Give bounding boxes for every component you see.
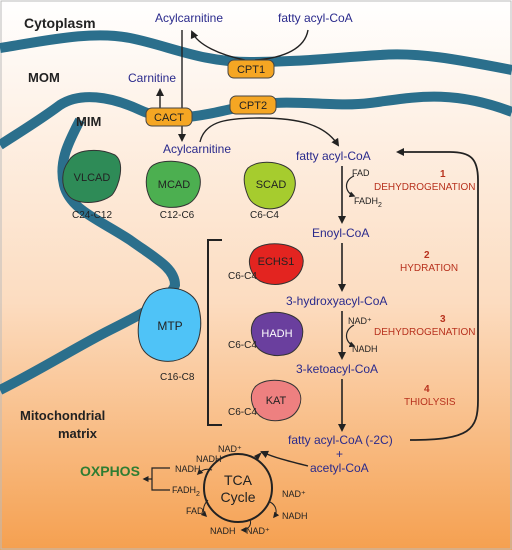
echs1-label: ECHS1 (258, 256, 295, 268)
tca-nad-3: NAD⁺ (246, 526, 270, 536)
nad-text: NAD⁺ (348, 316, 372, 326)
tca-curl-1 (269, 501, 280, 519)
fad-curl (345, 175, 356, 198)
tca-fad: FAD (186, 506, 204, 516)
tca-nadh-4: NADH (210, 526, 236, 536)
step1-number: 1 (440, 169, 446, 180)
tca-nadh-3: NADH (282, 511, 308, 521)
cpt1-label: CPT1 (237, 64, 265, 76)
tca-nad-1: NAD⁺ (218, 444, 242, 454)
tca-curl-4 (196, 468, 213, 476)
hadh-enzyme: HADH C6-C4 (228, 311, 304, 357)
cpt1-out-arrow (190, 30, 246, 61)
tca-nadh-2: NADH (196, 454, 222, 464)
hadh-range: C6-C4 (228, 340, 257, 351)
cpt1-transporter: CPT1 (227, 59, 275, 79)
vlcad-range: C24-C12 (72, 210, 112, 221)
ketoacyl-coa: 3-ketoacyl-CoA (296, 362, 378, 376)
label-cytoplasm: Cytoplasm (24, 15, 96, 31)
label-matrix-2: matrix (58, 426, 98, 441)
vlcad-enzyme: VLCAD C24-C12 (62, 149, 122, 221)
nadh-text: NADH (352, 344, 378, 354)
scad-enzyme: SCAD C6-C4 (243, 161, 296, 221)
mcad-enzyme: MCAD C12-C6 (145, 160, 201, 221)
mtp-enzyme: MTP C16-C8 (137, 287, 202, 383)
step2-name: HYDRATION (400, 263, 458, 274)
step4-name: THIOLYSIS (404, 397, 456, 408)
step2-number: 2 (424, 250, 430, 261)
kat-label: KAT (266, 395, 287, 407)
hadh-label: HADH (261, 328, 292, 340)
fatty-acyl-coa-matrix: fatty acyl-CoA (296, 149, 371, 163)
tca-nad-2: NAD⁺ (282, 489, 306, 499)
acetyl-to-tca-arrow (260, 450, 309, 467)
cpt2-arrow (199, 117, 340, 147)
cact-label: CACT (154, 112, 184, 124)
acetyl-coa: acetyl-CoA (310, 461, 369, 475)
hydroxyacyl-coa: 3-hydroxyacyl-CoA (286, 294, 387, 308)
plus-sign: + (336, 447, 343, 461)
tca-ring-arrowhead (254, 452, 262, 460)
cpt1-in-arrow (254, 29, 309, 61)
label-mim: MIM (76, 114, 101, 129)
kat-enzyme: KAT C6-C4 (228, 379, 302, 422)
tca-cycle-ring (203, 453, 273, 523)
label-matrix-1: Mitochondrial (20, 408, 105, 423)
echs1-range: C6-C4 (228, 271, 257, 282)
tca-subtitle: Cycle (220, 489, 255, 505)
step4-number: 4 (424, 384, 430, 395)
mcad-label: MCAD (158, 179, 190, 191)
kat-range: C6-C4 (228, 407, 257, 418)
echs1-enzyme: ECHS1 C6-C4 (228, 243, 304, 285)
step1-name: DEHYDROGENATION (374, 182, 476, 193)
step3-number: 3 (440, 314, 446, 325)
recycle-loop-arrow (396, 148, 479, 441)
fatty-acyl-coa-2c: fatty acyl-CoA (-2C) (288, 433, 393, 447)
label-mom: MOM (28, 70, 60, 85)
mtp-label: MTP (157, 319, 182, 333)
mcad-range: C12-C6 (160, 210, 195, 221)
vlcad-label: VLCAD (74, 172, 111, 184)
mtp-range: C16-C8 (160, 372, 195, 383)
scad-label: SCAD (256, 179, 287, 191)
carnitine-label: Carnitine (128, 71, 176, 85)
acylcarnitine-cytoplasm: Acylcarnitine (155, 11, 223, 25)
cpt2-transporter: CPT2 (229, 95, 277, 115)
mtp-bracket (207, 239, 222, 426)
tca-nadh-1: NADH (175, 464, 201, 474)
cact-transporter: CACT (145, 107, 193, 127)
scad-range: C6-C4 (250, 210, 279, 221)
fadh2-text: FADH2 (354, 196, 382, 209)
nad-curl (345, 324, 356, 348)
oxphos-label: OXPHOS (80, 463, 140, 479)
tca-curl-2 (240, 519, 251, 533)
fatty-acyl-coa-cytoplasm: fatty acyl-CoA (278, 11, 353, 25)
fad-text: FAD (352, 168, 370, 178)
step3-name: DEHYDROGENATION (374, 327, 476, 338)
tca-curl-3 (200, 499, 209, 518)
tca-fadh2-1: FADH2 (172, 485, 200, 498)
enoyl-coa: Enoyl-CoA (312, 226, 369, 240)
tca-title: TCA (224, 472, 253, 488)
cpt2-label: CPT2 (239, 100, 267, 112)
acylcarnitine-matrix: Acylcarnitine (163, 142, 231, 156)
